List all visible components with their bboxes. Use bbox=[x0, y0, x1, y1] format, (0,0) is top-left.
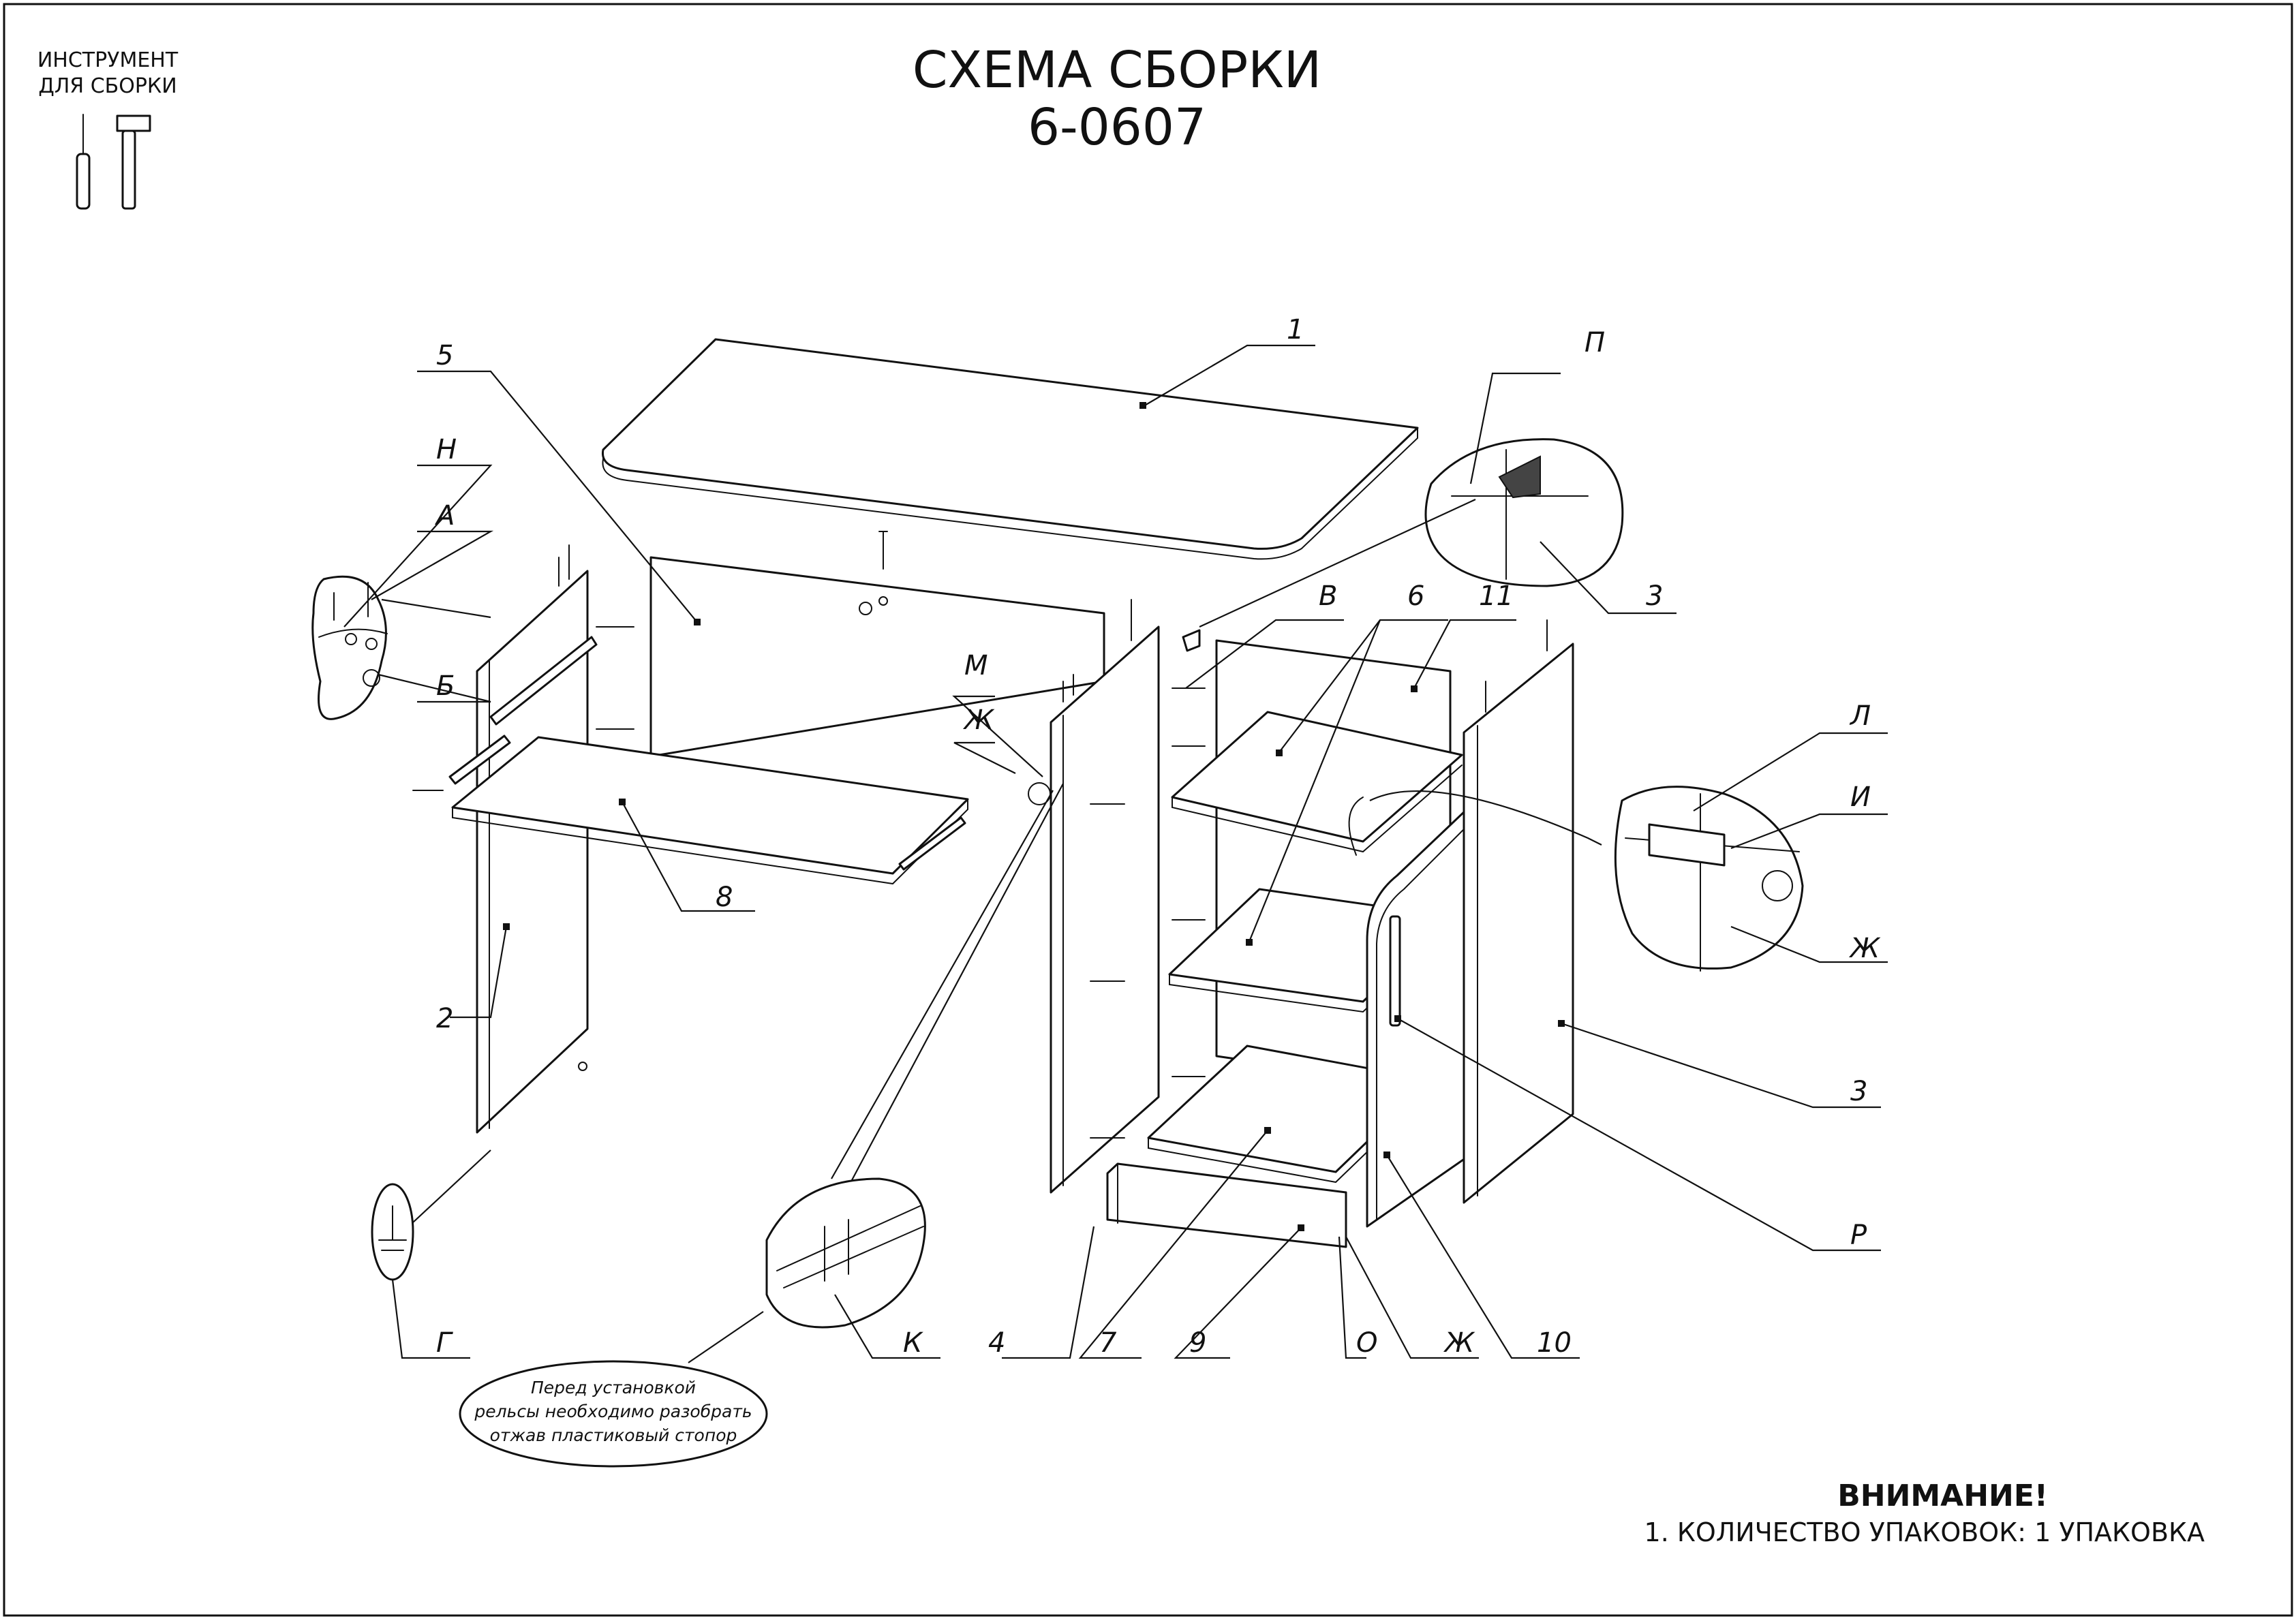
label-part-4: 4 bbox=[988, 1327, 1005, 1359]
rail-note-line1: Перед установкой bbox=[531, 1378, 696, 1397]
detail-callout-dowel bbox=[311, 575, 491, 720]
label-callout-v: В bbox=[1319, 581, 1337, 612]
leader-lines bbox=[343, 344, 1888, 1359]
desk-shelf-board bbox=[451, 736, 969, 885]
left-drawer-rail bbox=[412, 626, 634, 791]
drawer-front-panel bbox=[1106, 1162, 1347, 1248]
rail-note-line3: отжав пластиковый стопор bbox=[490, 1425, 737, 1445]
warning-item: 1. КОЛИЧЕСТВО УПАКОВОК: 1 УПАКОВКА bbox=[1644, 1517, 2205, 1547]
rail-note-bubble: Перед установкой рельсы необходимо разоб… bbox=[459, 1311, 768, 1468]
tabletop-panel bbox=[601, 338, 1419, 560]
label-callout-m: М bbox=[964, 650, 988, 681]
label-part-3-right: 3 bbox=[1850, 1076, 1867, 1107]
label-callout-a: А bbox=[434, 500, 455, 531]
tools-caption-line1: ИНСТРУМЕНТ bbox=[37, 48, 179, 72]
connector-dowels bbox=[1090, 687, 1206, 1139]
detail-callout-hinge bbox=[1348, 786, 1804, 972]
label-part-8: 8 bbox=[716, 882, 733, 913]
corner-bracket bbox=[1182, 629, 1201, 652]
label-callout-o: О bbox=[1356, 1327, 1377, 1359]
diagram-title: СХЕМА СБОРКИ bbox=[913, 41, 1321, 99]
label-part-2: 2 bbox=[436, 1003, 453, 1034]
back-panel bbox=[649, 531, 1105, 758]
sheet-frame bbox=[3, 3, 2293, 1617]
warning-heading: ВНИМАНИЕ! bbox=[1837, 1479, 2048, 1513]
screwdriver-icon bbox=[76, 114, 91, 210]
label-callout-b: Б bbox=[436, 670, 455, 702]
label-part-11: 11 bbox=[1479, 581, 1514, 612]
label-callout-k: К bbox=[903, 1327, 923, 1359]
label-part-10: 10 bbox=[1537, 1327, 1572, 1359]
tools-caption-line2: ДЛЯ СБОРКИ bbox=[38, 74, 177, 98]
model-number: 6-0607 bbox=[1028, 98, 1206, 157]
label-callout-zh-bottom: Ж bbox=[1443, 1327, 1475, 1359]
label-part-7: 7 bbox=[1099, 1327, 1117, 1359]
label-callout-g: Г bbox=[436, 1327, 453, 1359]
detail-callout-rail bbox=[765, 782, 1064, 1329]
label-callout-l: Л bbox=[1849, 700, 1871, 732]
label-part-9: 9 bbox=[1189, 1327, 1206, 1359]
left-side-panel bbox=[476, 544, 589, 1134]
label-part-6: 6 bbox=[1407, 581, 1424, 612]
detail-callout-p bbox=[1199, 438, 1624, 628]
label-callout-r: Р bbox=[1850, 1220, 1867, 1251]
label-part-3-top: 3 bbox=[1646, 581, 1663, 612]
right-side-panel bbox=[1463, 619, 1574, 1204]
hammer-icon bbox=[116, 114, 151, 210]
label-callout-p: П bbox=[1585, 327, 1605, 358]
middle-side-panel bbox=[1050, 599, 1160, 1194]
rail-note-line2: рельсы необходимо разобрать bbox=[474, 1402, 752, 1421]
detail-callout-leg bbox=[371, 1149, 491, 1281]
label-callout-i: И bbox=[1850, 782, 1871, 813]
label-part-1: 1 bbox=[1287, 314, 1304, 345]
label-callout-n: Н bbox=[436, 434, 457, 465]
label-part-5: 5 bbox=[436, 340, 453, 371]
label-callout-zh-right: Ж bbox=[1848, 933, 1881, 964]
label-callout-zh-left: Ж bbox=[962, 705, 995, 736]
